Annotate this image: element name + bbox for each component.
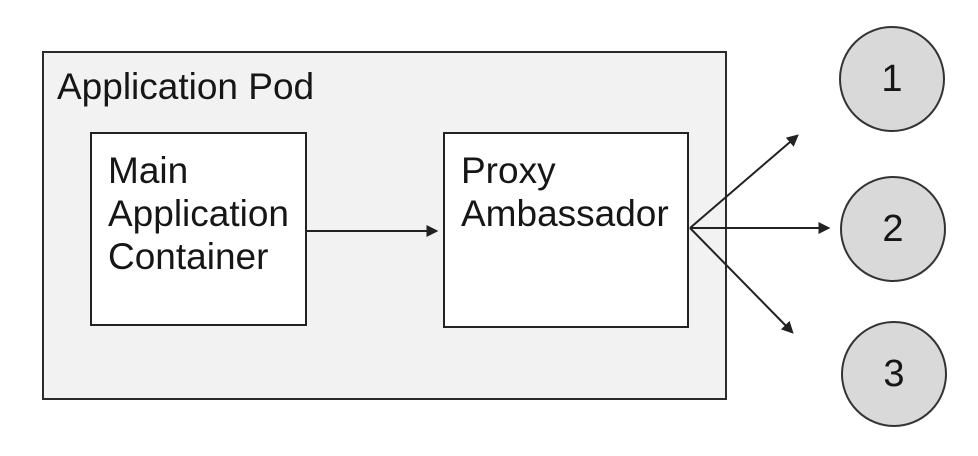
- proxy-ambassador-label: Proxy Ambassador: [461, 150, 669, 234]
- endpoint-1-label: 1: [881, 57, 903, 100]
- node-proxy-ambassador: Proxy Ambassador: [443, 132, 689, 328]
- endpoint-3-label: 3: [883, 352, 905, 395]
- endpoint-circle-3: 3: [841, 321, 947, 427]
- application-pod-label: Application Pod: [57, 66, 315, 107]
- main-application-container-label: Main Application Container: [108, 150, 290, 277]
- endpoint-circle-2: 2: [840, 176, 946, 282]
- node-main-application-container: Main Application Container: [90, 132, 307, 326]
- endpoint-2-label: 2: [882, 207, 904, 250]
- endpoint-circle-1: 1: [839, 26, 945, 132]
